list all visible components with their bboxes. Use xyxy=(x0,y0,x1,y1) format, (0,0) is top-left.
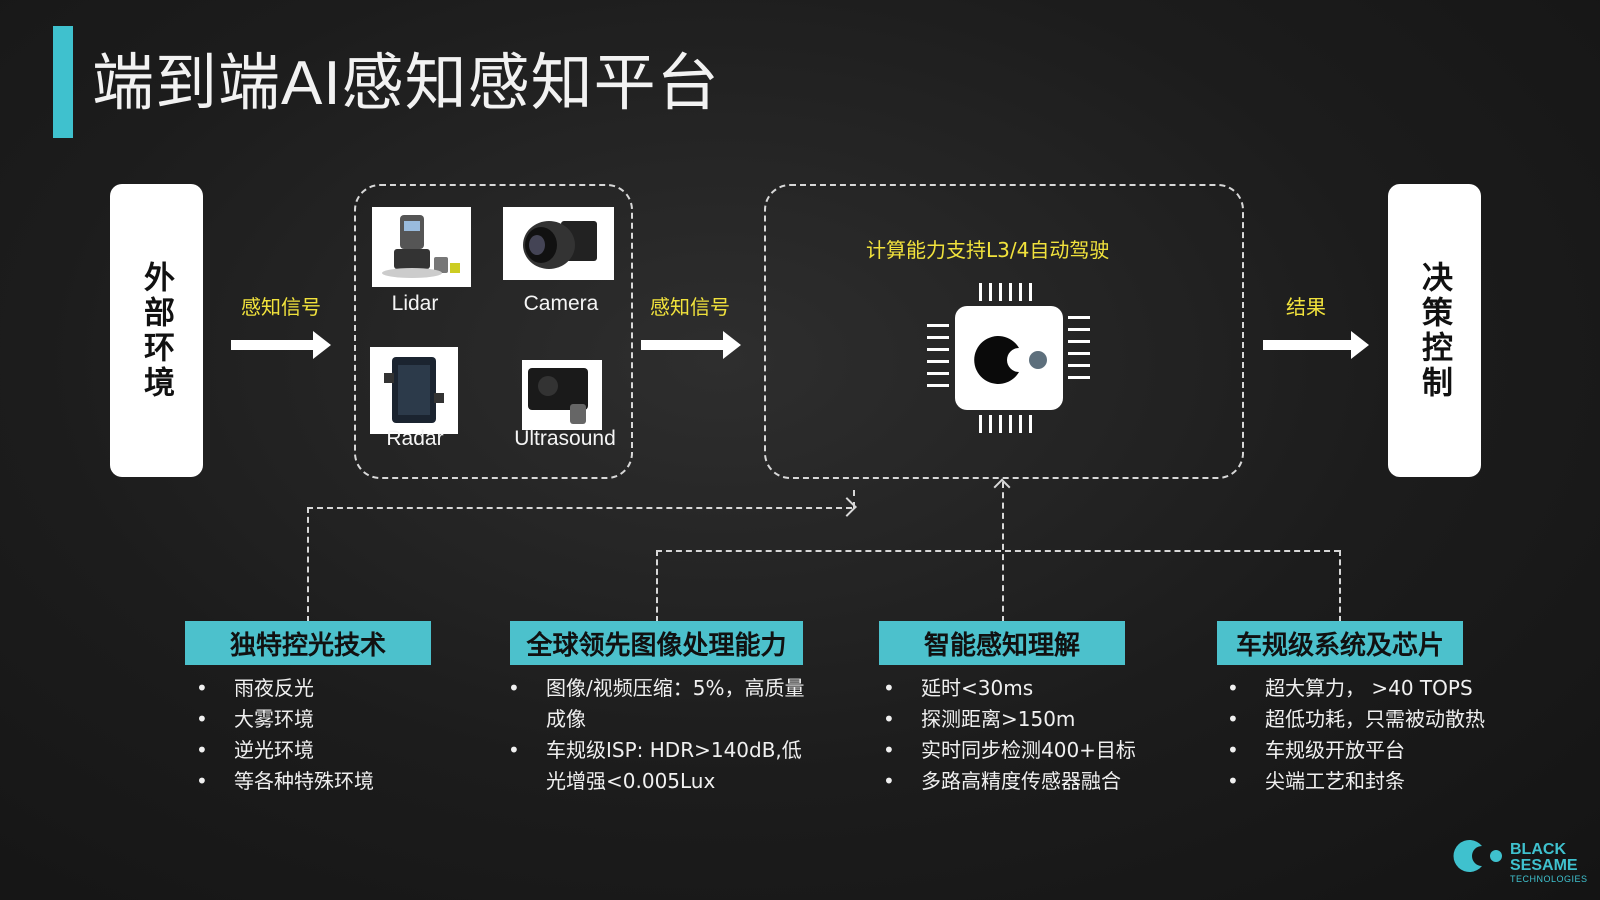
feature-tag-auto-grade-chip: 车规级系统及芯片 xyxy=(1217,621,1463,665)
camera-image xyxy=(503,207,614,280)
feature-list-perception: 延时<30ms 探测距离>150m 实时同步检测400+目标 多路高精度传感器融… xyxy=(883,673,1183,797)
feature-tag-image-processing: 全球领先图像处理能力 xyxy=(510,621,803,665)
list-item: 探测距离>150m xyxy=(883,704,1183,735)
compute-box xyxy=(764,184,1244,479)
list-item: 尖端工艺和封条 xyxy=(1227,766,1537,797)
list-item: 雨夜反光 xyxy=(196,673,446,704)
connector-arrowhead-up xyxy=(993,478,1011,496)
sense-signal-label-1: 感知信号 xyxy=(241,295,321,319)
feature-tag-perception: 智能感知理解 xyxy=(879,621,1125,665)
feature-tag-light-control: 独特控光技术 xyxy=(185,621,431,665)
feature-list-light-control: 雨夜反光 大雾环境 逆光环境 等各种特殊环境 xyxy=(196,673,446,797)
list-item: 等各种特殊环境 xyxy=(196,766,446,797)
list-item: 大雾环境 xyxy=(196,704,446,735)
page-title: 端到端AI感知感知平台 xyxy=(92,49,720,118)
feature-list-auto-grade-chip: 超大算力， >40 TOPS 超低功耗，只需被动散热 车规级开放平台 尖端工艺和… xyxy=(1227,673,1537,797)
list-item: 逆光环境 xyxy=(196,735,446,766)
black-sesame-logo-icon xyxy=(1452,838,1504,874)
result-label: 结果 xyxy=(1286,295,1326,319)
connector-vertical-2 xyxy=(656,550,658,622)
connector-vertical-4 xyxy=(1339,550,1341,622)
title-accent-bar xyxy=(53,26,73,138)
list-item: 实时同步检测400+目标 xyxy=(883,735,1183,766)
sensor-group xyxy=(354,184,633,479)
sensor-label-lidar: Lidar xyxy=(391,292,439,315)
chip-icon xyxy=(925,280,1090,435)
compute-caption: 计算能力支持L3/4自动驾驶 xyxy=(866,238,1110,262)
external-environment-label: 外部环境 xyxy=(138,260,174,401)
ultrasound-image xyxy=(522,360,602,430)
external-environment-box: 外部环境 xyxy=(110,184,203,477)
radar-image xyxy=(370,347,458,434)
list-item: 多路高精度传感器融合 xyxy=(883,766,1183,797)
list-item: 图像/视频压缩：5%，高质量成像 xyxy=(508,673,808,735)
sensor-label-ultrasound: Ultrasound xyxy=(514,427,616,450)
feature-list-image-processing: 图像/视频压缩：5%，高质量成像 车规级ISP: HDR>140dB,低光增强<… xyxy=(508,673,808,797)
decision-control-label: 决策控制 xyxy=(1416,260,1452,401)
connector-vertical-1b xyxy=(853,490,855,508)
logo-line-3: TECHNOLOGIES xyxy=(1510,874,1588,884)
sense-signal-label-2: 感知信号 xyxy=(650,295,730,319)
connector-horizontal-1 xyxy=(307,507,852,509)
brand-logo-text: BLACK SESAME TECHNOLOGIES xyxy=(1510,841,1588,885)
connector-vertical-1 xyxy=(307,507,309,622)
logo-line-2: SESAME xyxy=(1510,857,1578,874)
list-item: 超大算力， >40 TOPS xyxy=(1227,673,1537,704)
sensor-label-radar: Radar xyxy=(386,427,444,450)
connector-vertical-3 xyxy=(1002,482,1004,622)
list-item: 车规级ISP: HDR>140dB,低光增强<0.005Lux xyxy=(508,735,808,797)
lidar-image xyxy=(372,207,471,287)
list-item: 超低功耗，只需被动散热 xyxy=(1227,704,1537,735)
connector-horizontal-2 xyxy=(656,550,1340,552)
list-item: 延时<30ms xyxy=(883,673,1183,704)
list-item: 车规级开放平台 xyxy=(1227,735,1537,766)
decision-control-box: 决策控制 xyxy=(1388,184,1481,477)
logo-line-1: BLACK xyxy=(1510,841,1566,858)
sensor-label-camera: Camera xyxy=(523,292,599,315)
